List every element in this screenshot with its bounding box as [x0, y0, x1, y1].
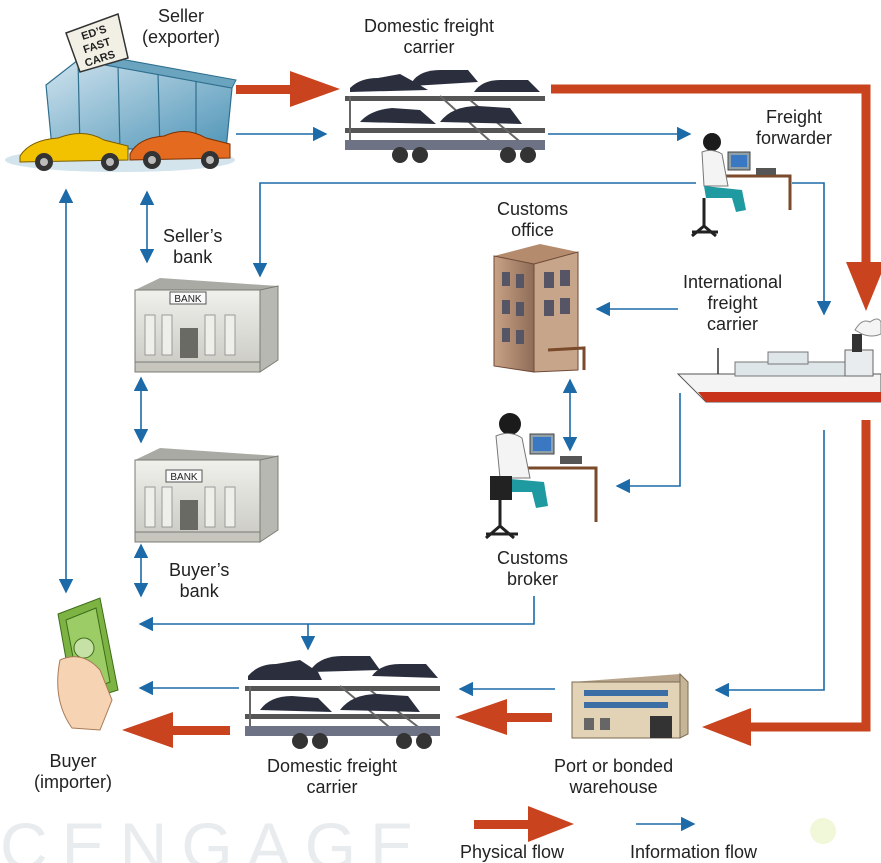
physical-flow-arrows — [122, 71, 881, 748]
buyers-bank-icon: BANK — [134, 448, 279, 543]
international-ship-icon — [676, 318, 881, 403]
info-forwarder-to-sellers-bank — [252, 182, 696, 278]
info-broker-to-buyer — [138, 596, 535, 632]
legend-physical-swatch — [474, 806, 574, 842]
domestic-carrier-bottom-icon — [245, 656, 440, 749]
customs-office-icon — [493, 244, 586, 373]
freight-forwarder-icon — [691, 133, 792, 238]
physical-arrow-seller-to-domestic — [236, 71, 340, 107]
legend — [474, 806, 696, 842]
sellers-bank-sign: BANK — [174, 294, 202, 305]
information-flow-arrows — [58, 126, 832, 698]
info-ship-to-warehouse — [714, 430, 825, 698]
legend-information-label: Information flow — [630, 842, 758, 862]
physical-arrow-ship-to-warehouse — [702, 420, 871, 746]
watermark: CENGAGE — [0, 809, 429, 863]
orange-car-icon — [129, 131, 231, 169]
customs-broker-icon — [485, 413, 598, 540]
port-warehouse-icon — [571, 672, 689, 739]
buyers-bank-sign: BANK — [170, 472, 198, 483]
buyer-money-icon — [57, 597, 119, 731]
info-ship-to-broker — [615, 393, 681, 494]
buyer-label: Buyer(importer) — [34, 751, 113, 792]
physical-arrow-warehouse-to-domestic — [455, 699, 552, 735]
domestic-carrier-top-icon — [345, 70, 545, 163]
watermark-dot — [810, 818, 836, 844]
sellers-bank-icon: BANK — [134, 278, 279, 373]
info-forwarder-to-carrier — [792, 182, 832, 316]
physical-arrow-domestic-to-ship — [551, 84, 881, 311]
yellow-car-icon — [19, 133, 129, 171]
legend-physical-label: Physical flow — [460, 842, 565, 862]
store-sign: ED’S FAST CARS — [65, 13, 129, 73]
seller-building-icon: ED’S FAST CARS — [5, 13, 237, 172]
seller-label: Seller(exporter) — [142, 6, 221, 47]
physical-arrow-domestic-to-buyer — [122, 712, 230, 748]
